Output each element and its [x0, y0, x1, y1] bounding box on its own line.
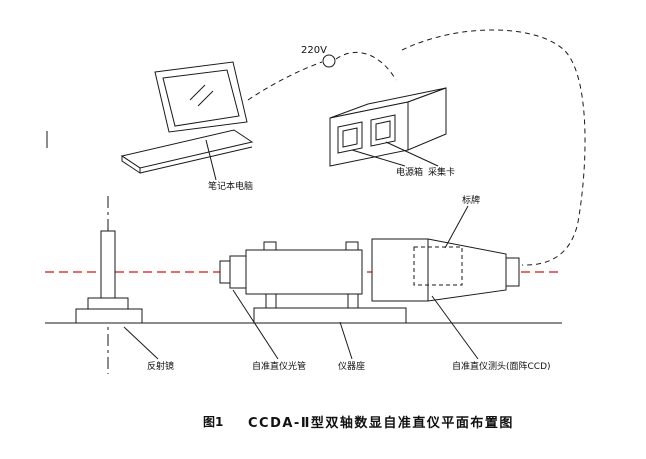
- leader-instrument-base: [339, 321, 353, 360]
- plug-circle: [322, 54, 336, 68]
- screen-glare-mark: [189, 84, 206, 101]
- laptop-screen-inner: [162, 69, 240, 127]
- card-slot-outer: [370, 114, 396, 147]
- cables: [247, 29, 586, 266]
- power-slot-inner: [342, 127, 358, 148]
- tube-stand-right: [347, 293, 359, 309]
- leader-reflector: [123, 326, 159, 360]
- cable-plug-to-box: [335, 51, 397, 81]
- reflector-drawing: [75, 230, 143, 324]
- laptop-bottom-line: [139, 146, 253, 174]
- collimator-tube-label: 自准直仪光管: [252, 360, 306, 372]
- power-box-drawing: [329, 87, 447, 167]
- tube-end-cap: [219, 260, 231, 284]
- tube-main-body: [245, 249, 363, 295]
- reflector-base: [75, 308, 143, 324]
- reflector-foot: [87, 297, 129, 310]
- nameplate-label: 标牌: [462, 194, 480, 206]
- power-plug: 220V: [301, 45, 336, 68]
- nameplate-rect: [413, 246, 463, 286]
- laptop-label: 笔记本电脑: [208, 180, 253, 192]
- leader-capture-card: [385, 141, 439, 167]
- leader-laptop: [205, 139, 217, 181]
- leader-sensor-head: [431, 295, 479, 360]
- power-box-label: 电源箱: [396, 166, 423, 178]
- figure-title: CCDA-Ⅱ型双轴数显自准直仪平面布置图: [248, 415, 514, 431]
- reflector-label: 反射镜: [147, 360, 174, 372]
- tube-mid-section: [229, 255, 247, 289]
- cable-box-to-sensor-head: [401, 29, 586, 266]
- power-box-front-face: [329, 101, 409, 167]
- capture-card-label: 采集卡: [428, 166, 455, 178]
- reflector-mirror-plate: [100, 230, 116, 299]
- laptop-drawing: [120, 61, 254, 174]
- cable-laptop-to-plug: [247, 61, 323, 101]
- leader-lines: [123, 139, 479, 360]
- leader-power-box: [351, 149, 406, 167]
- tube-stand-left: [265, 293, 277, 309]
- sensor-head-label: 自准直仪测头(面阵CCD): [452, 360, 551, 372]
- instrument-base-plate: [253, 307, 407, 324]
- tube-knob-left: [263, 241, 277, 251]
- card-slot-inner: [375, 120, 391, 141]
- laptop-screen-outer: [154, 61, 248, 133]
- collimator-tube-drawing: [219, 241, 407, 324]
- instrument-base-label: 仪器座: [338, 360, 365, 372]
- sensor-head-drawing: [371, 238, 520, 302]
- text-labels: 笔记本电脑 电源箱 采集卡 标牌 反射镜 自准直仪光管 仪器座 自准直仪测头(面…: [147, 166, 551, 372]
- leader-nameplate: [444, 205, 469, 249]
- sensor-head-stub: [505, 257, 520, 287]
- leader-collimator-tube: [232, 289, 279, 360]
- figure-caption: 图1 CCDA-Ⅱ型双轴数显自准直仪平面布置图: [203, 415, 514, 431]
- voltage-label: 220V: [301, 45, 327, 56]
- figure-number: 图1: [203, 415, 223, 429]
- power-slot-outer: [337, 121, 363, 154]
- tube-knob-right: [345, 241, 359, 251]
- sensor-head-body: [371, 238, 507, 302]
- screen-glare-mark: [197, 90, 214, 107]
